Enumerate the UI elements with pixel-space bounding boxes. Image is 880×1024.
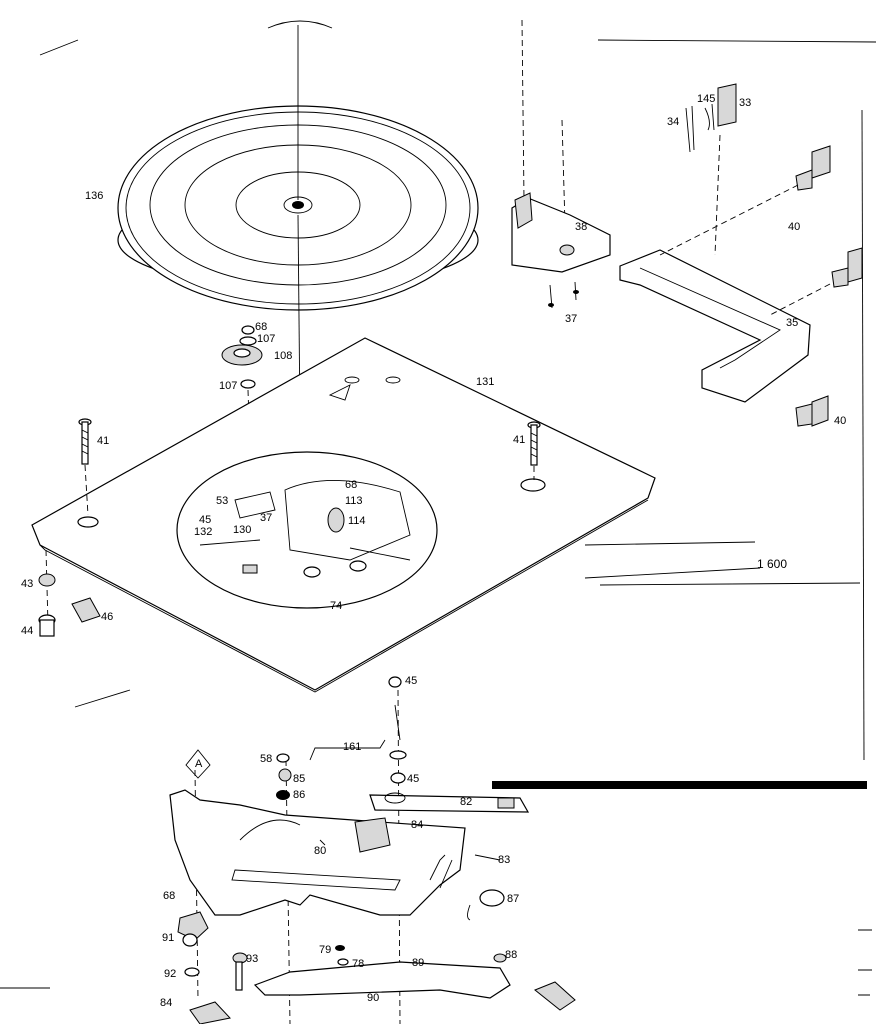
label-161: 161: [343, 741, 361, 753]
label-113: 113: [345, 495, 363, 507]
label-132: 132: [194, 526, 212, 538]
screw-41-left: [78, 418, 92, 516]
label-80: 80: [314, 845, 326, 857]
label-74: 74: [330, 600, 342, 612]
label-34: 34: [667, 116, 679, 128]
l-frame: [619, 145, 863, 427]
label-131: 131: [476, 376, 494, 388]
label-68: 68: [163, 890, 175, 902]
label-38: 38: [575, 221, 587, 233]
label-43: 43: [21, 578, 33, 590]
label-37: 37: [565, 313, 577, 325]
label-68: 68: [255, 321, 267, 333]
bracket-38: [511, 19, 611, 309]
label-87: 87: [507, 893, 519, 905]
label-79: 79: [319, 944, 331, 956]
label-46: 46: [101, 611, 113, 623]
screw-41-right: [527, 421, 541, 480]
label-145: 145: [697, 93, 715, 105]
label-41: 41: [513, 434, 525, 446]
label-78: 78: [352, 958, 364, 970]
label-130: 130: [233, 524, 251, 536]
frame-lines: [0, 39, 877, 989]
lower-mechanism: [169, 676, 872, 1024]
label-45: 45: [407, 773, 419, 785]
label-89: 89: [412, 957, 424, 969]
label-83: 83: [498, 854, 510, 866]
label-45: 45: [405, 675, 417, 687]
feet-parts: [38, 549, 101, 637]
label-33: 33: [739, 97, 751, 109]
label-a: A: [195, 758, 203, 770]
label-40: 40: [834, 415, 846, 427]
label-82: 82: [460, 796, 472, 808]
part-labels: 136 68 107 108 107 41 41 131 38 37 34 14…: [21, 93, 846, 1009]
label-44: 44: [21, 625, 33, 637]
label-136: 136: [85, 190, 103, 202]
label-58: 58: [260, 753, 272, 765]
label-84: 84: [411, 819, 423, 831]
label-84: 84: [160, 997, 172, 1009]
label-114: 114: [348, 515, 366, 527]
label-93: 93: [246, 953, 258, 965]
turntable-platter: [117, 20, 479, 421]
base-plate: [31, 337, 656, 693]
label-86: 86: [293, 789, 305, 801]
label-92: 92: [164, 968, 176, 980]
label-41: 41: [97, 435, 109, 447]
clip-assembly: [685, 83, 737, 256]
label-108: 108: [274, 350, 292, 362]
label-40: 40: [788, 221, 800, 233]
label-68: 68: [345, 479, 357, 491]
label-85: 85: [293, 773, 305, 785]
label-1600: 1 600: [757, 557, 787, 571]
label-88: 88: [505, 949, 517, 961]
label-91: 91: [162, 932, 174, 944]
label-37: 37: [260, 512, 272, 524]
label-53: 53: [216, 495, 228, 507]
label-35: 35: [786, 317, 798, 329]
label-107: 107: [219, 380, 237, 392]
label-90: 90: [367, 992, 379, 1004]
label-107: 107: [257, 333, 275, 345]
label-45: 45: [199, 514, 211, 526]
